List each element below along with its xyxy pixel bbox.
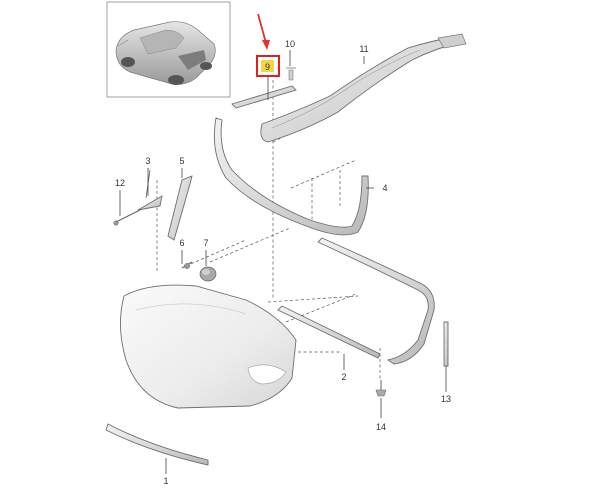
callout-12[interactable]: 12: [115, 178, 125, 188]
callout-5[interactable]: 5: [179, 156, 184, 166]
callout-3[interactable]: 3: [145, 156, 150, 166]
part-7-cap: [199, 266, 217, 282]
part-14-clip: [375, 380, 387, 397]
callout-4[interactable]: 4: [382, 183, 387, 193]
part-12-screw: [113, 209, 141, 226]
callout-13[interactable]: 13: [441, 394, 451, 404]
vehicle-thumbnail: [106, 1, 231, 98]
part-6-bolt: [181, 261, 193, 269]
leader-lines: [119, 50, 447, 474]
callout-7[interactable]: 7: [203, 238, 208, 248]
part-2-window-seal: [277, 237, 435, 365]
part-5-bracket: [167, 175, 193, 241]
door-panel: [119, 284, 297, 409]
part-11-roof-seal: [260, 33, 467, 143]
car-icon: [115, 21, 216, 85]
callout-1[interactable]: 1: [163, 476, 168, 486]
part-13-guide-strip: [443, 321, 449, 367]
callout-14[interactable]: 14: [376, 422, 386, 432]
callout-labels: 1 2 3 4 5 6 7 9 10 11 12 13 14: [115, 39, 451, 486]
part-10-clip: [286, 67, 296, 81]
callout-10[interactable]: 10: [285, 39, 295, 49]
callout-9[interactable]: 9: [265, 62, 270, 72]
part-9-trim-strip: [231, 85, 297, 109]
highlight-arrow: [257, 13, 270, 50]
part-3-trim-triangle: [137, 169, 163, 211]
part-1-sill-strip: [105, 423, 209, 466]
callout-9-highlight[interactable]: [256, 55, 280, 77]
part-4-door-seal: [213, 117, 369, 236]
callout-6[interactable]: 6: [179, 238, 184, 248]
callout-2[interactable]: 2: [341, 372, 346, 382]
callout-11[interactable]: 11: [359, 44, 368, 54]
